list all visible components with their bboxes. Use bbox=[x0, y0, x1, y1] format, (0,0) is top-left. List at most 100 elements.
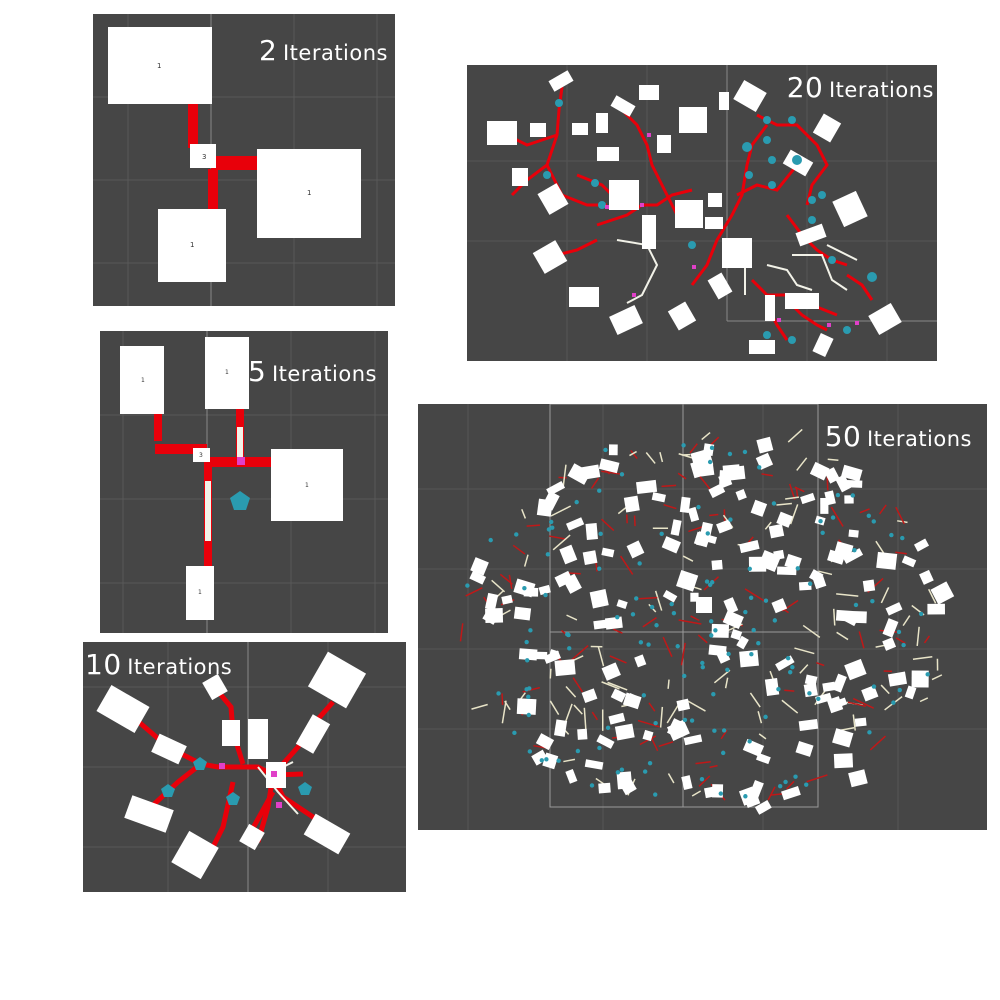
room bbox=[735, 489, 747, 501]
room bbox=[832, 728, 854, 748]
room bbox=[833, 541, 854, 561]
corridor bbox=[211, 156, 257, 170]
room bbox=[756, 436, 774, 454]
room bbox=[904, 685, 917, 700]
room bbox=[589, 589, 609, 609]
svg-text:3: 3 bbox=[202, 153, 206, 161]
room bbox=[567, 463, 592, 485]
room bbox=[636, 479, 658, 495]
room bbox=[548, 649, 559, 660]
room bbox=[824, 467, 840, 484]
panel-5-iterations: 1 1 3 1 1 5 Iterations bbox=[100, 331, 388, 633]
room bbox=[584, 759, 604, 770]
room bbox=[768, 523, 785, 539]
room bbox=[715, 648, 731, 664]
dungeon-map-50 bbox=[418, 404, 987, 830]
room bbox=[861, 685, 879, 702]
room bbox=[739, 540, 760, 554]
iteration-count: 5 bbox=[248, 355, 267, 388]
room bbox=[844, 658, 867, 681]
room bbox=[815, 692, 832, 705]
room bbox=[535, 733, 555, 751]
svg-text:1: 1 bbox=[157, 62, 161, 70]
corridor bbox=[208, 169, 218, 211]
room bbox=[927, 603, 945, 615]
room bbox=[518, 648, 538, 661]
room bbox=[585, 522, 598, 540]
dungeon-elements bbox=[459, 428, 955, 815]
svg-text:1: 1 bbox=[141, 377, 145, 384]
room bbox=[484, 592, 499, 611]
iteration-word: Iterations bbox=[282, 41, 388, 65]
room bbox=[846, 479, 863, 488]
room bbox=[542, 752, 559, 770]
room bbox=[120, 346, 164, 414]
room bbox=[750, 499, 768, 517]
room bbox=[626, 540, 645, 559]
iteration-label: 5 Iterations bbox=[248, 355, 377, 388]
svg-text:1: 1 bbox=[198, 589, 202, 596]
room bbox=[901, 555, 917, 568]
room bbox=[193, 448, 210, 462]
room bbox=[833, 753, 854, 769]
room bbox=[840, 611, 859, 627]
room bbox=[616, 771, 633, 790]
room bbox=[822, 681, 836, 692]
room bbox=[634, 654, 647, 668]
iteration-count: 10 bbox=[85, 648, 122, 681]
room bbox=[690, 458, 711, 479]
room bbox=[577, 728, 588, 740]
room bbox=[662, 590, 678, 603]
room bbox=[616, 599, 628, 610]
svg-text:3: 3 bbox=[199, 452, 203, 459]
iteration-label: 20 Iterations bbox=[787, 71, 934, 104]
corridor bbox=[188, 100, 198, 148]
iteration-label: 10 Iterations bbox=[85, 648, 232, 681]
room bbox=[593, 619, 610, 630]
room bbox=[919, 569, 934, 585]
room bbox=[844, 495, 854, 504]
room bbox=[554, 659, 576, 677]
iteration-word: Iterations bbox=[271, 362, 377, 386]
room bbox=[711, 623, 730, 638]
room bbox=[581, 688, 598, 704]
room bbox=[531, 749, 549, 766]
room bbox=[661, 536, 682, 554]
room bbox=[848, 769, 868, 788]
svg-text:1: 1 bbox=[305, 482, 309, 489]
room bbox=[913, 538, 930, 552]
room bbox=[596, 734, 615, 749]
room bbox=[719, 470, 732, 485]
room bbox=[666, 718, 684, 738]
room bbox=[622, 692, 642, 710]
room bbox=[598, 458, 620, 474]
room bbox=[651, 492, 666, 503]
room bbox=[795, 740, 814, 757]
iteration-word: Iterations bbox=[866, 427, 972, 451]
room bbox=[608, 444, 618, 456]
iteration-label: 50 Iterations bbox=[825, 420, 972, 453]
room bbox=[186, 566, 214, 620]
room bbox=[862, 579, 876, 592]
room bbox=[930, 581, 955, 605]
svg-text:1: 1 bbox=[190, 241, 194, 249]
dungeon-map-2: 13 11 bbox=[93, 14, 395, 306]
room bbox=[882, 618, 899, 638]
room bbox=[513, 606, 532, 621]
room bbox=[565, 768, 578, 784]
room bbox=[887, 671, 908, 687]
room bbox=[601, 662, 621, 681]
room bbox=[566, 517, 585, 531]
room bbox=[758, 549, 781, 573]
room bbox=[809, 461, 830, 481]
room bbox=[911, 670, 929, 688]
room bbox=[642, 729, 654, 742]
room bbox=[582, 550, 598, 566]
room bbox=[885, 602, 903, 616]
svg-text:1: 1 bbox=[225, 369, 229, 376]
room bbox=[614, 723, 635, 741]
iteration-word: Iterations bbox=[127, 655, 233, 679]
room bbox=[882, 637, 897, 651]
room bbox=[820, 497, 829, 514]
